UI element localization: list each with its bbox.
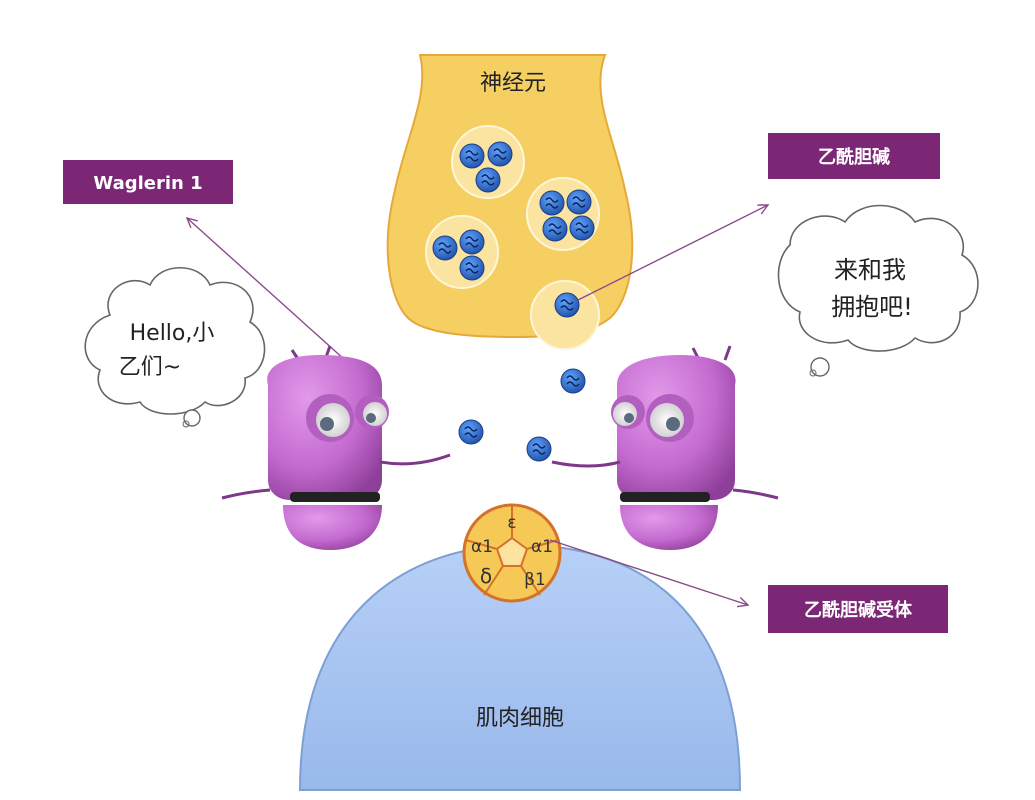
subunit-delta: δ — [480, 564, 492, 588]
acetylcholine-molecule — [554, 292, 580, 318]
acetylcholine-molecule — [459, 229, 485, 255]
neuron: 神经元 — [386, 54, 634, 350]
acetylcholine-label-box: 乙酰胆碱 — [768, 133, 940, 179]
right-bubble-line1: 来和我 — [834, 256, 906, 284]
left-robot — [221, 345, 451, 550]
acetylcholine-molecule — [459, 143, 485, 169]
subunit-alpha1-right: α1 — [531, 537, 553, 557]
acetylcholine-molecule — [475, 167, 501, 193]
acetylcholine-molecule — [569, 215, 595, 241]
acetylcholine-molecule — [560, 368, 586, 394]
muscle-cell-label: 肌肉细胞 — [476, 706, 564, 731]
right-speech-bubble: 来和我 拥抱吧! — [777, 204, 979, 377]
acetylcholine-molecule — [459, 255, 485, 281]
acetylcholine-molecules — [432, 141, 595, 462]
vesicle — [526, 177, 600, 251]
left-bubble-line1: Hello,小 — [130, 321, 215, 346]
receptor-label-box: 乙酰胆碱受体 — [768, 585, 948, 633]
left-speech-bubble: Hello,小 乙们~ — [84, 266, 266, 428]
neuron-label: 神经元 — [480, 71, 546, 96]
acetylcholine-molecule — [458, 419, 484, 445]
acetylcholine-molecule — [542, 216, 568, 242]
acetylcholine-receptor: ε α1 α1 δ β1 — [462, 503, 562, 603]
acetylcholine-molecule — [526, 436, 552, 462]
acetylcholine-molecule — [432, 235, 458, 261]
right-robot — [551, 345, 779, 550]
waglerin-arrow — [187, 218, 346, 361]
right-bubble-line2: 拥抱吧! — [831, 293, 913, 321]
acetylcholine-molecule — [566, 189, 592, 215]
acetylcholine-arrow — [577, 205, 768, 301]
subunit-alpha1-left: α1 — [471, 537, 493, 557]
acetylcholine-molecule — [487, 141, 513, 167]
waglerin-label-box: Waglerin 1 — [63, 160, 233, 204]
receptor-label: 乙酰胆碱受体 — [804, 599, 913, 621]
receptor-arrow — [549, 539, 748, 605]
acetylcholine-label: 乙酰胆碱 — [818, 146, 890, 168]
waglerin-label: Waglerin 1 — [93, 173, 202, 194]
left-bubble-line2: 乙们~ — [119, 355, 181, 380]
acetylcholine-molecule — [539, 190, 565, 216]
subunit-epsilon: ε — [507, 513, 516, 533]
subunit-beta1: β1 — [524, 570, 546, 590]
